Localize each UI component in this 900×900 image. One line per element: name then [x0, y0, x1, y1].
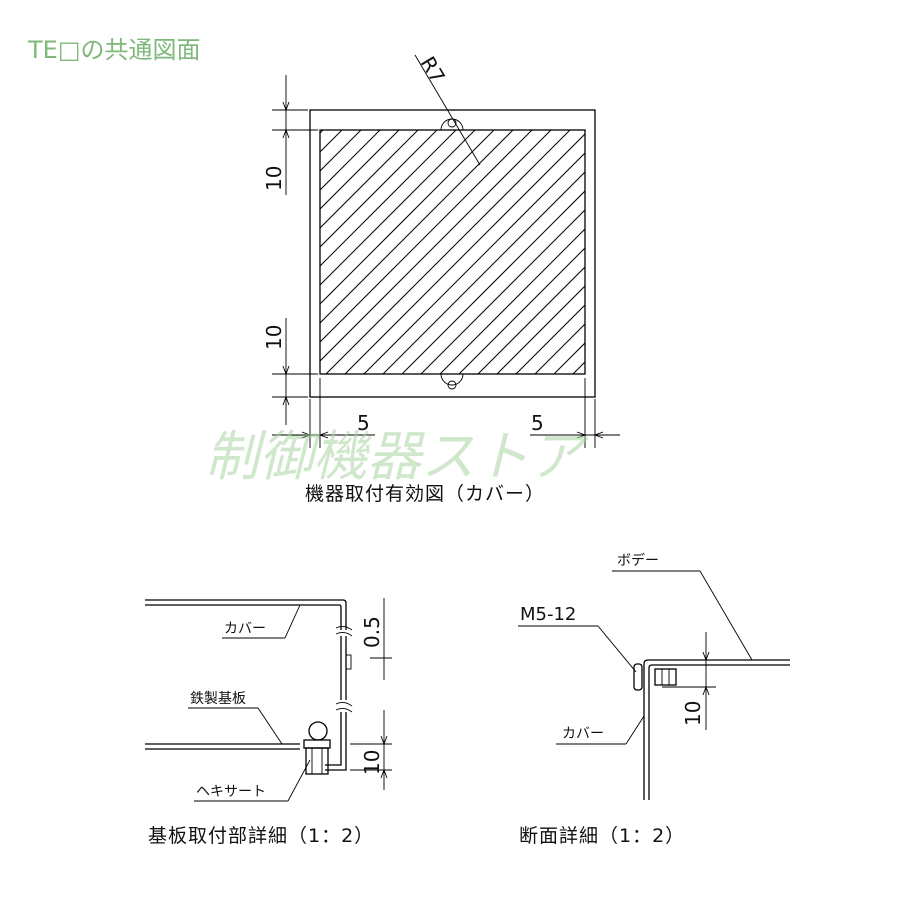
label-body: ボデー — [617, 552, 659, 569]
hatch-line — [320, 130, 533, 343]
radius-leader — [414, 54, 481, 166]
hole-notch-top — [440, 118, 464, 131]
washer — [303, 739, 331, 749]
break-mark — [335, 701, 353, 713]
hatch-line — [553, 342, 585, 374]
screw-head — [308, 721, 328, 741]
leader-body — [699, 570, 753, 661]
label-screw: M5-12 — [520, 604, 576, 625]
leader-screw — [597, 625, 637, 673]
hatch-line — [344, 133, 585, 374]
hatch-line — [320, 130, 495, 305]
cover-clip — [345, 654, 352, 670]
hatch-line — [325, 130, 571, 374]
top-view: R7 10 10 5 5 — [262, 52, 871, 448]
leader-cover — [284, 604, 301, 639]
label-cover: カバー — [224, 621, 266, 637]
hatch-line — [458, 247, 585, 374]
hatch-line — [534, 323, 585, 374]
cover-lower — [325, 712, 347, 771]
cover-lower-inner — [325, 712, 342, 766]
cover-outer — [145, 599, 347, 630]
hatch-line — [320, 130, 457, 267]
hatch-line — [592, 114, 852, 374]
page-title: TE□の共通図面 — [27, 36, 201, 64]
section-detail: ボデー M5-12 カバー 10 — [518, 552, 790, 800]
label-hexert: ヘキサート — [196, 784, 266, 800]
cover-outline — [309, 109, 596, 398]
hatch-line — [515, 304, 585, 374]
effective-area-hatching — [320, 114, 871, 374]
hatch-line — [320, 130, 400, 210]
radius-label: R7 — [416, 52, 450, 87]
hatch-line — [477, 266, 585, 374]
hatch-line — [363, 152, 585, 374]
mounting-caption: 基板取付部詳細（1：2） — [148, 825, 374, 847]
leader-plate — [257, 707, 283, 745]
mounting-detail: カバー 鉄製基板 ヘキサート 0.5 10 — [145, 598, 392, 802]
hatch-line — [320, 130, 514, 324]
leader-cover — [625, 715, 645, 745]
dim-side-left: 5 — [357, 411, 370, 435]
hatch-line — [401, 190, 585, 374]
label-plate: 鉄製基板 — [190, 690, 246, 707]
leader-hexert — [287, 759, 311, 802]
top-view-caption: 機器取付有効図（カバー） — [305, 483, 545, 505]
label-cover: カバー — [562, 726, 604, 742]
dim-arrows — [282, 101, 290, 139]
screw-shank — [654, 668, 677, 686]
hatch-line — [382, 171, 585, 374]
dim-arrows — [702, 651, 710, 696]
hatch-line — [320, 130, 476, 286]
screw-head — [633, 663, 643, 691]
break-mark — [335, 625, 353, 637]
hatch-line — [320, 130, 324, 134]
hatch-line — [320, 130, 362, 172]
cover-inner — [145, 604, 342, 630]
hatch-line — [572, 361, 585, 374]
hatch-line — [439, 228, 585, 374]
dim-arrows — [380, 735, 388, 779]
dim-gap: 0.5 — [360, 616, 384, 648]
effective-area — [319, 129, 586, 375]
hole-notch-bottom — [440, 373, 464, 386]
dim-side-right: 5 — [531, 411, 544, 435]
dim-offset: 10 — [681, 701, 705, 726]
dim-bottom-left: 10 — [262, 325, 286, 350]
hatch-line — [320, 130, 343, 153]
dim-plate: 10 — [360, 750, 384, 775]
hatch-line — [420, 209, 585, 374]
hatch-line — [320, 130, 419, 229]
hatch-line — [496, 285, 585, 374]
cover-wall-outer — [643, 659, 655, 800]
cover-wall-inner — [648, 664, 655, 800]
hatch-line — [320, 130, 381, 191]
dim-arrows — [282, 365, 290, 406]
section-caption: 断面詳細（1：2） — [519, 825, 685, 847]
watermark: 制御機器ストア — [205, 425, 589, 488]
hexert — [305, 747, 329, 775]
dim-top-left: 10 — [262, 166, 286, 191]
hatch-line — [320, 130, 552, 362]
dim-arrows — [301, 431, 604, 439]
hatch-line — [611, 114, 871, 374]
screw-hole-bottom — [447, 380, 457, 390]
hatch-line — [320, 130, 438, 248]
